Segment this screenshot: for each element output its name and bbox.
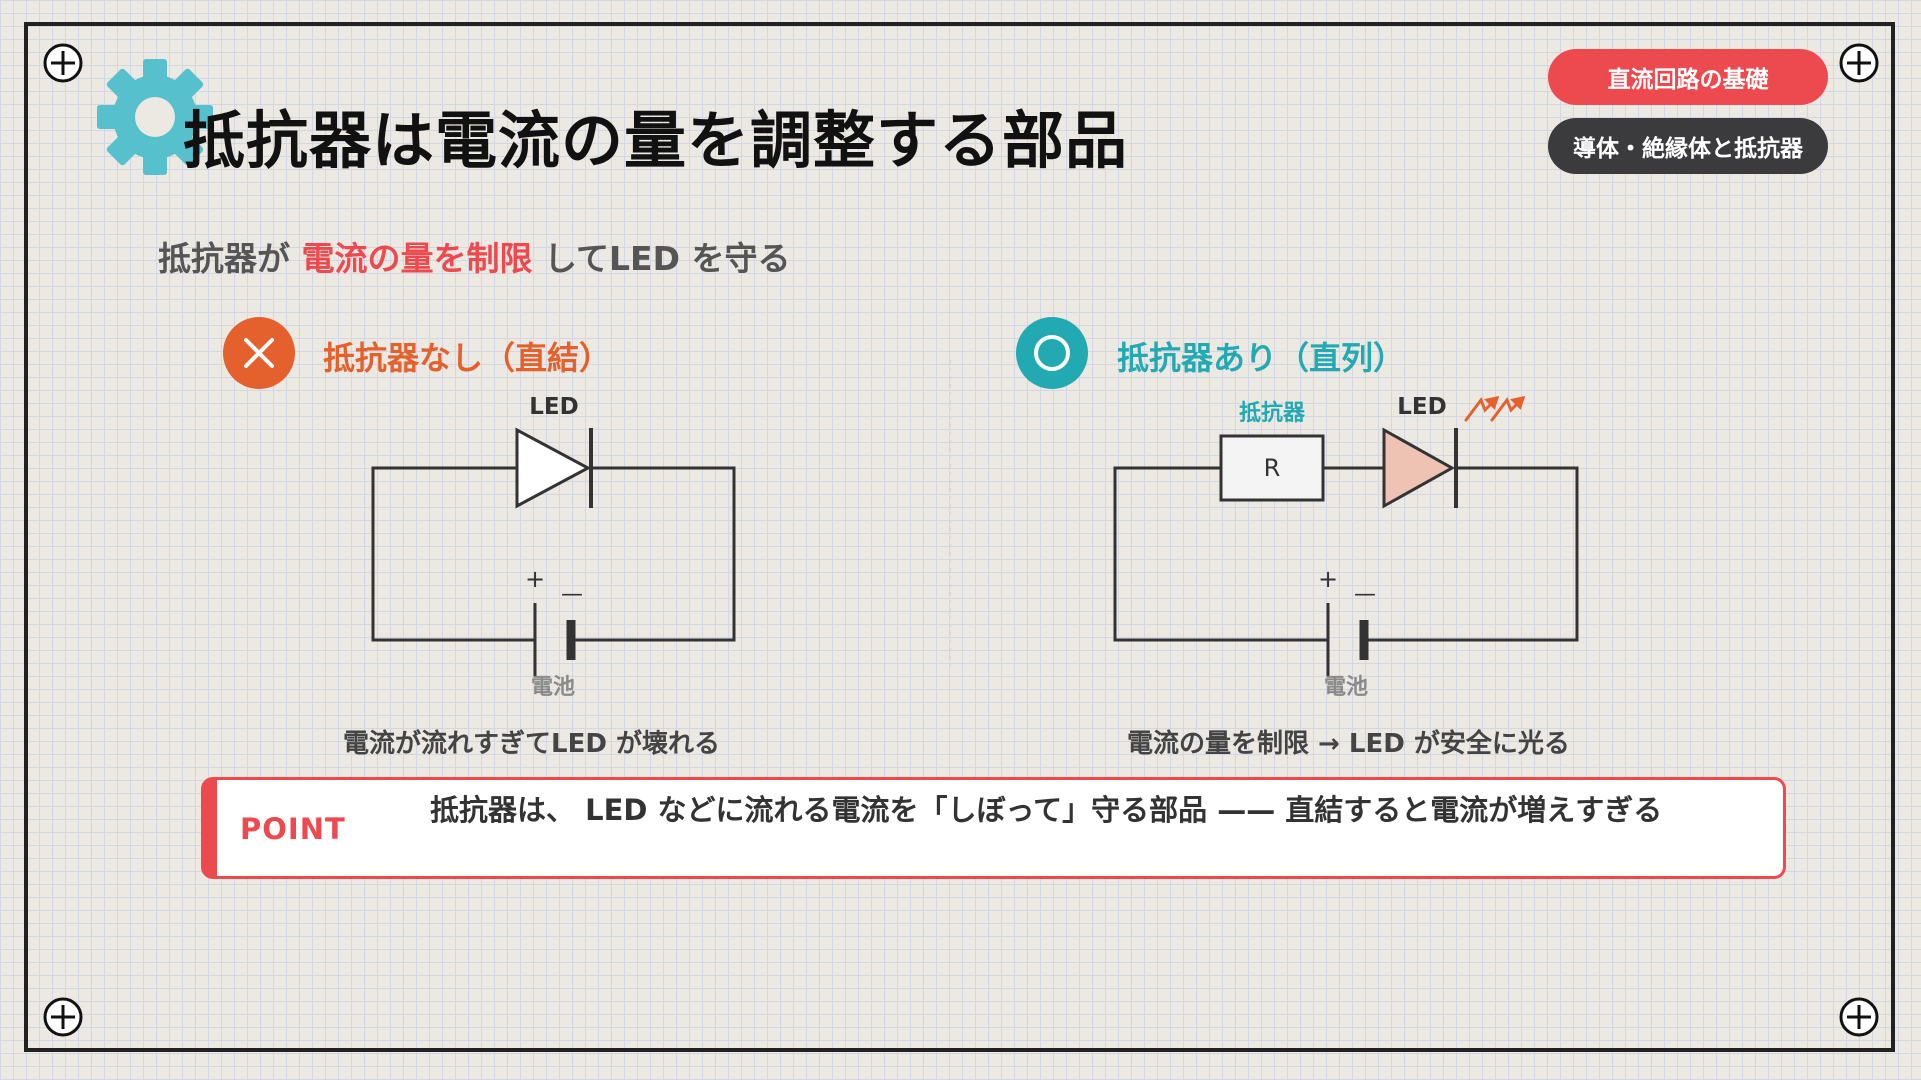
slide-frame	[24, 22, 1895, 1052]
led-label-right: LED	[1397, 394, 1446, 420]
resistor-label: 抵抗器	[1239, 400, 1306, 426]
plus-screw-icon	[43, 997, 83, 1037]
circle-icon	[1016, 317, 1088, 389]
battery-label-left: 電池	[531, 675, 575, 700]
wire-left	[1113, 466, 1328, 642]
tag-dc-circuit-basics: 直流回路の基礎	[1548, 49, 1828, 105]
heading-with-resistor: 抵抗器あり（直列）	[1117, 339, 1406, 377]
battery-plus-right: +	[1318, 565, 1338, 593]
point-text: 抵抗器は、 LED などに流れる電流を「しぼって」守る部品 —— 直結すると電流…	[430, 793, 1663, 827]
battery-minus-left: —	[561, 582, 583, 607]
battery-minus-right: —	[1354, 582, 1376, 607]
plus-screw-icon	[1839, 997, 1879, 1037]
battery-plus-left: +	[525, 565, 545, 593]
cross-icon	[223, 317, 295, 389]
point-label: POINT	[240, 812, 346, 846]
caption-with-resistor: 電流の量を制限 → LED が安全に光る	[1127, 729, 1570, 759]
wire-right	[1364, 466, 1579, 642]
wire-left	[371, 466, 535, 642]
page-title: 抵抗器は電流の量を調整する部品	[183, 104, 1129, 177]
subtitle-suffix: してLED を守る	[532, 239, 791, 278]
tag-conductor-insulator-resistor: 導体・絶縁体と抵抗器	[1548, 118, 1828, 174]
battery-label-right: 電池	[1324, 675, 1368, 700]
subtitle-highlight: 電流の量を制限	[301, 239, 533, 278]
circuit-left	[371, 427, 736, 677]
wire-right	[571, 466, 736, 642]
led-diode	[515, 427, 592, 509]
point-box	[201, 777, 1786, 879]
subtitle: 抵抗器が 電流の量を制限 してLED を守る	[158, 232, 790, 280]
light-ray-icon	[1464, 396, 1526, 422]
heading-without-resistor: 抵抗器なし（直結）	[323, 339, 612, 377]
plus-screw-icon	[1839, 43, 1879, 83]
subtitle-prefix: 抵抗器が	[158, 239, 302, 278]
resistor-box	[1219, 434, 1325, 502]
led-diode	[1382, 427, 1456, 509]
led-label-left: LED	[529, 394, 578, 420]
resistor-symbol: R	[1264, 454, 1281, 482]
plus-screw-icon	[43, 43, 83, 83]
caption-without-resistor: 電流が流れすぎてLED が壊れる	[343, 729, 720, 759]
circuit-right	[1113, 427, 1579, 677]
gear-icon	[97, 59, 213, 175]
